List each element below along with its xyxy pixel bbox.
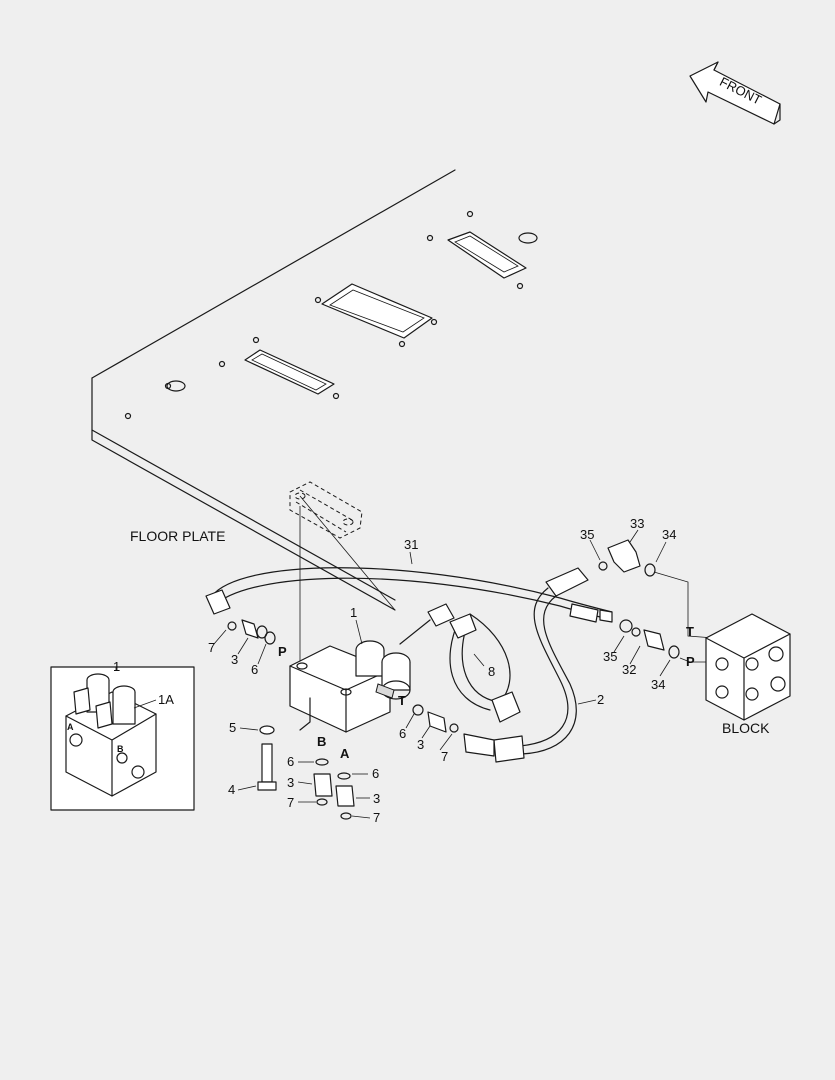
callout-34b: 34: [651, 677, 665, 692]
fittings-ab: [313, 758, 355, 820]
callout-3d: 3: [373, 791, 380, 806]
harness-8: [399, 603, 521, 723]
block-label: BLOCK: [722, 720, 770, 736]
block: BLOCK: [705, 613, 791, 736]
fittings-t-side: [412, 704, 459, 733]
valve-assembly: [289, 640, 411, 733]
port-p-valve: P: [278, 644, 287, 659]
fittings-p-side: [227, 619, 276, 645]
port-b-valve: B: [317, 734, 326, 749]
callout-3b: 3: [417, 737, 424, 752]
inset-port-a: A: [67, 722, 74, 732]
callout-1a: 1A: [158, 692, 174, 707]
port-a-valve: A: [340, 746, 350, 761]
callout-34a: 34: [662, 527, 676, 542]
callout-1-inset: 1: [113, 659, 120, 674]
callout-35b: 35: [603, 649, 617, 664]
callout-8: 8: [488, 664, 495, 679]
port-p-block: P: [686, 654, 695, 669]
callout-1: 1: [350, 605, 357, 620]
floor-plate: FLOOR PLATE: [91, 169, 538, 611]
port-t-block: T: [686, 624, 694, 639]
port-t-valve: T: [398, 693, 406, 708]
floor-plate-label: FLOOR PLATE: [130, 528, 225, 544]
callout-7a: 7: [208, 640, 215, 655]
callout-4: 4: [228, 782, 235, 797]
hose-2: [463, 567, 589, 763]
callout-7c: 7: [287, 795, 294, 810]
callout-3c: 3: [287, 775, 294, 790]
callout-35a: 35: [580, 527, 594, 542]
leader-lines: [115, 529, 671, 819]
callout-3a: 3: [231, 652, 238, 667]
callout-33: 33: [630, 516, 644, 531]
inset-detail: A B: [50, 666, 195, 811]
callout-31: 31: [404, 537, 418, 552]
callout-7d: 7: [373, 810, 380, 825]
callout-7b: 7: [441, 749, 448, 764]
callout-5: 5: [229, 720, 236, 735]
callout-6a: 6: [251, 662, 258, 677]
callout-2: 2: [597, 692, 604, 707]
callout-6d: 6: [372, 766, 379, 781]
inset-port-b: B: [117, 744, 124, 754]
block-fittings: [598, 539, 715, 663]
front-arrow: FRONT: [689, 61, 781, 125]
bolt-washer: [257, 725, 277, 791]
callout-6b: 6: [399, 726, 406, 741]
callout-32: 32: [622, 662, 636, 677]
callout-6c: 6: [287, 754, 294, 769]
hose-31: [205, 567, 613, 623]
callouts: 1 1A 1 2 31 8 7 3 6 P T 6 3 7 5 4 B A 6 …: [113, 516, 695, 825]
